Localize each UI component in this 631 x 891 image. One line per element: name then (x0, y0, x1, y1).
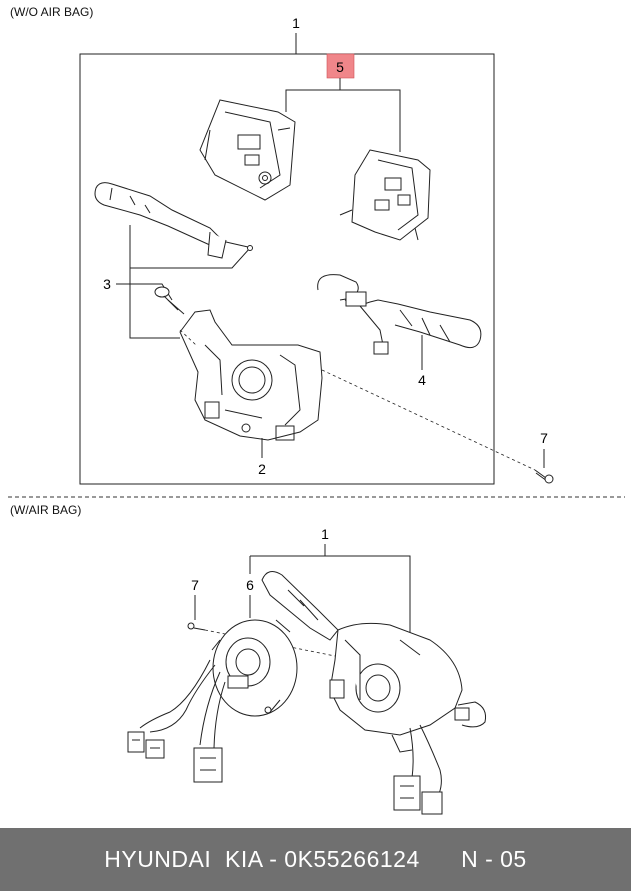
retaining-pin (154, 286, 185, 315)
callout-4: 4 (418, 372, 426, 388)
callout-1-top: 1 (292, 15, 300, 31)
footer-bar: HYUNDAI KIA - 0K55266124 N - 05 (0, 828, 631, 891)
connector-right (393, 775, 443, 815)
part-number-label: HYUNDAI KIA - 0K55266124 N - 05 (104, 846, 527, 872)
turn-signal-lever (94, 182, 253, 259)
callout-7-bottom: 7 (191, 577, 199, 593)
callout-7-top: 7 (540, 430, 548, 446)
wire-harness (139, 659, 226, 749)
screw-part-7 (534, 469, 554, 484)
leader-line (129, 284, 180, 339)
callout-3: 3 (103, 276, 111, 292)
connector-left (127, 731, 165, 759)
switch-bracket-left (199, 99, 296, 201)
combination-switch-airbag (261, 570, 486, 753)
assembly-frame (79, 53, 495, 485)
leader-line (285, 78, 341, 112)
clock-spring (211, 619, 298, 717)
switch-bracket-right (339, 149, 431, 241)
leader-line (340, 89, 401, 152)
section-label-with-airbag: (W/AIR BAG) (10, 503, 82, 517)
assembly-dashed-line (179, 329, 197, 346)
leader-line (250, 555, 411, 640)
callout-6: 6 (246, 577, 254, 593)
diagram-drawing: 1 5 3 (8, 15, 625, 815)
leader-line (116, 225, 131, 285)
assembly-dashed-line (321, 369, 536, 471)
highlight-box-5 (326, 53, 355, 79)
switch-body (179, 309, 323, 441)
wiper-lever (317, 274, 482, 355)
leader-line (130, 247, 251, 269)
leader-line (130, 283, 173, 301)
callout-2: 2 (258, 461, 266, 477)
screw-bottom (187, 622, 206, 631)
callout-1-bottom: 1 (321, 526, 329, 542)
connector-bottom (193, 747, 223, 783)
callout-5: 5 (336, 59, 344, 75)
section-label-without-airbag: (W/O AIR BAG) (10, 5, 94, 19)
